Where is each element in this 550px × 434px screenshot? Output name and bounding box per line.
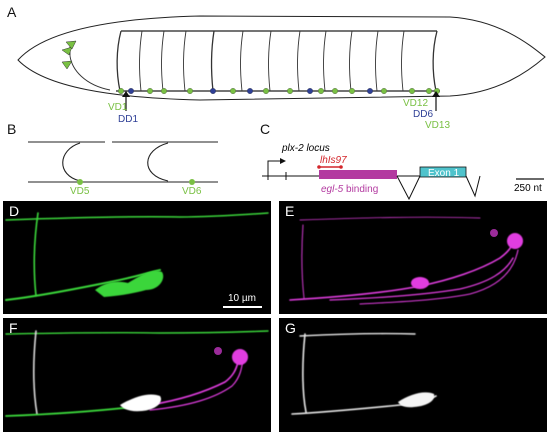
vd-cell-body [332, 88, 338, 94]
nerve-ring-projection [69, 55, 111, 91]
commissure [116, 30, 122, 92]
commissure [268, 30, 272, 92]
label-dd1: DD1 [118, 114, 138, 125]
dd-cell-body [307, 88, 313, 94]
panel-label-g: G [285, 320, 296, 336]
vd-cell-body [263, 88, 269, 94]
exon-label: Exon 1 [428, 168, 460, 179]
vd-cell-body [349, 88, 355, 94]
micrograph-d: D 10 µm [3, 201, 271, 314]
commissures [116, 30, 438, 92]
vd6-cell-body [189, 179, 195, 185]
binding-region-box [319, 170, 397, 179]
vd-cell-body [381, 88, 387, 94]
vd-cell-body [287, 88, 293, 94]
label-vd1: VD1 [108, 102, 128, 113]
commissure [323, 30, 327, 92]
vd-cell-body [187, 88, 193, 94]
vd-commissure-schematic: VD5 VD6 [28, 141, 218, 197]
dd-cell-body [128, 88, 134, 94]
commissure [401, 30, 405, 92]
commissure [240, 30, 244, 92]
plx2-locus-diagram: plx-2 locus lhIs97 egl-5 binding Exon 1 … [262, 143, 544, 201]
vd5-cell-body [77, 179, 83, 185]
arrowhead-marker [61, 60, 73, 70]
motor-neuron-cell-bodies [118, 88, 440, 94]
allele-label: lhIs97 [320, 155, 347, 166]
vd-cell-body [426, 88, 432, 94]
vd-cell-body [118, 88, 124, 94]
worm-schematic: VD1 DD1 VD12 DD6 VD13 [17, 15, 546, 131]
commissure [297, 30, 301, 92]
label-vd13: VD13 [425, 120, 450, 131]
transcription-start-arrow [280, 158, 286, 164]
micrograph-e: E [279, 201, 547, 314]
commissure [210, 30, 215, 92]
label-dd6: DD6 [413, 109, 433, 120]
panel-label-e: E [285, 203, 294, 219]
locus-title: plx-2 locus [281, 143, 330, 154]
panel-label-c: C [260, 121, 270, 137]
commissure [183, 30, 187, 92]
arrowhead-marker [65, 40, 77, 50]
micrograph-f: F [3, 318, 271, 432]
label-vd5: VD5 [70, 186, 90, 197]
commissure [139, 30, 143, 92]
vd-cell-body [318, 88, 324, 94]
micrograph-g: G [279, 318, 547, 432]
label-vd6: VD6 [182, 186, 202, 197]
arrowhead-marker [61, 46, 73, 56]
vd-cell-body [161, 88, 167, 94]
dd-cell-body [367, 88, 373, 94]
binding-label: egl-5 binding [321, 184, 378, 195]
micron-scale-label: 10 µm [228, 293, 256, 304]
nt-scale-label: 250 nt [514, 183, 542, 194]
commissure [161, 30, 165, 92]
vd-cell-body [147, 88, 153, 94]
commissure [432, 30, 438, 92]
panel-label-d: D [9, 203, 19, 219]
commissure [349, 30, 353, 92]
panel-label-a: A [7, 4, 17, 20]
vd-cell-body [230, 88, 236, 94]
label-vd12: VD12 [403, 98, 428, 109]
dd-cell-body [247, 88, 253, 94]
panel-label-f: F [9, 320, 18, 336]
commissure [375, 30, 379, 92]
panel-label-b: B [7, 121, 16, 137]
dd-cell-body [210, 88, 216, 94]
vd-cell-body [409, 88, 415, 94]
exon-1-box [419, 166, 467, 178]
